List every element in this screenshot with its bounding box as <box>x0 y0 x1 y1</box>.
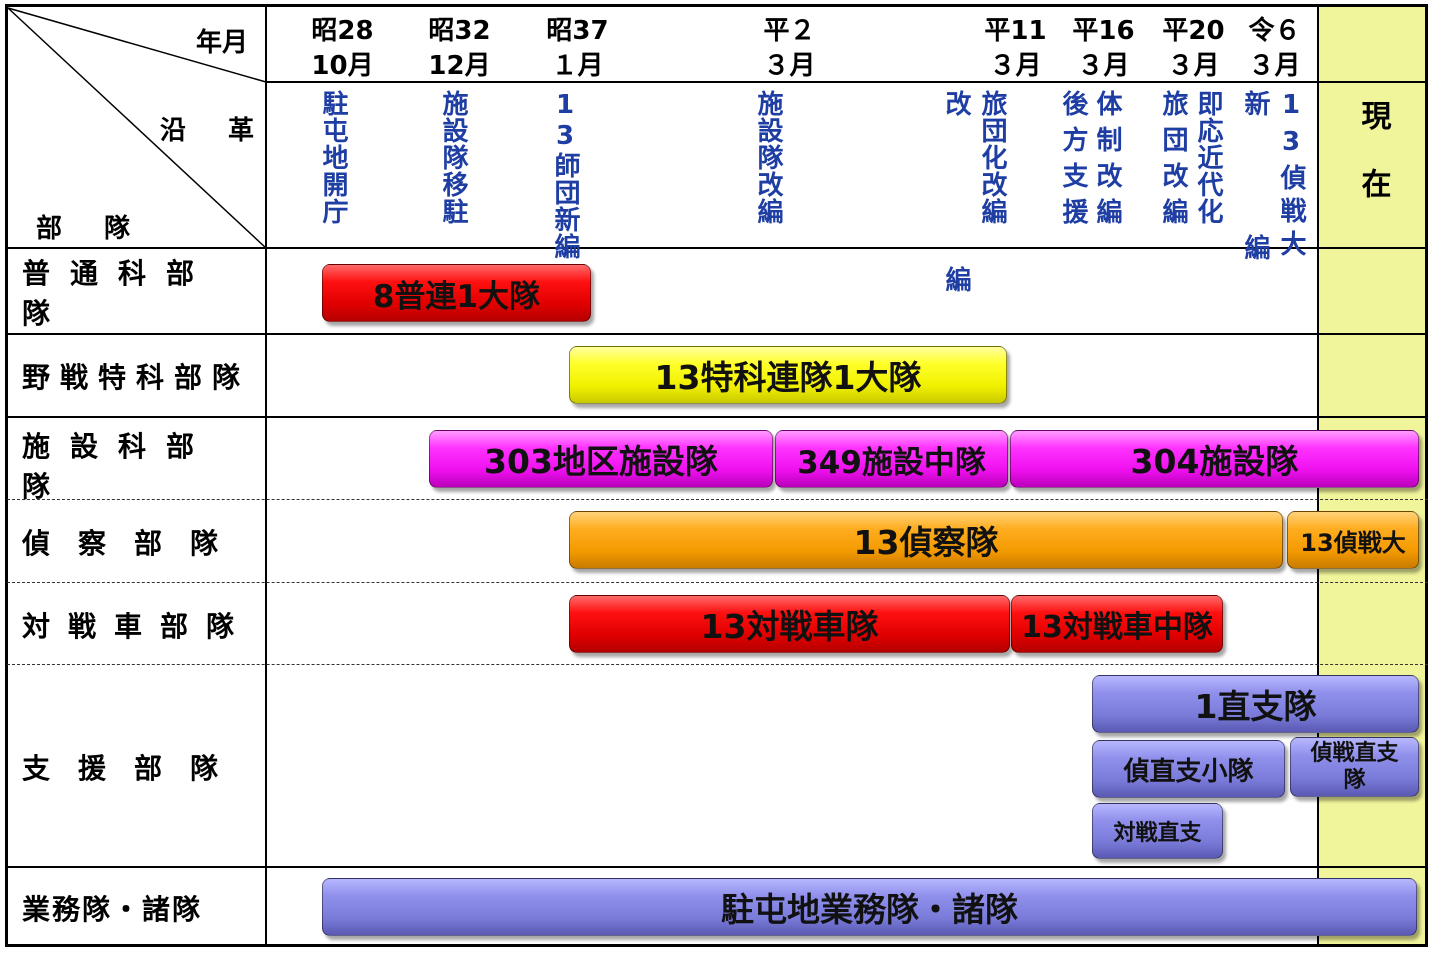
history-note-engineer-relocation: 施設隊移駐 <box>438 90 468 225</box>
row-divider <box>7 333 1428 335</box>
bar-349-engineer-company: 349施設中隊 <box>775 430 1008 488</box>
row-label-infantry: 普通科部隊 <box>22 257 215 330</box>
bar-304-engineer: 304施設隊 <box>1010 430 1419 488</box>
chart-frame <box>5 4 1428 947</box>
history-note-new-formation: 新 編 <box>1240 90 1270 306</box>
corner-label-unit: 部 隊 <box>36 214 139 244</box>
row-divider-dashed <box>7 664 1428 665</box>
bar-13th-recon-combat-battalion: 13偵戦大 <box>1287 511 1419 569</box>
row-divider <box>7 866 1428 868</box>
history-note-brigade-reorg: 旅団化改編 <box>977 90 1007 225</box>
history-note-division-formation: 13師団新編 <box>550 90 580 260</box>
current-label: 現在 <box>1355 100 1391 236</box>
history-note-system-reorg: 体制改編 <box>1092 90 1122 234</box>
bar-13th-reconnaissance: 13偵察隊 <box>569 511 1283 569</box>
history-note-logistics: 後方支援 <box>1058 90 1088 234</box>
bar-recon-direct-support-platoon: 偵直支小隊 <box>1092 740 1285 798</box>
row-divider-dashed <box>7 499 1428 500</box>
history-note-brigade-reorg-2: 改 編 <box>941 90 971 354</box>
history-note-brigade-reorg-3: 旅団改編 <box>1158 90 1188 234</box>
row-divider-dashed <box>7 582 1428 583</box>
row-label-engineer: 施設科部隊 <box>22 429 215 503</box>
history-note-recon-battalion: 13偵戦大 <box>1276 90 1306 263</box>
bar-garrison-service-units: 駐屯地業務隊・諸隊 <box>322 878 1417 936</box>
bar-303-district-engineer: 303地区施設隊 <box>429 430 773 488</box>
corner-label-history: 沿 革 <box>160 116 263 146</box>
header-divider <box>7 247 1428 249</box>
row-label-support: 支 援 部 隊 <box>22 751 219 785</box>
bar-13th-anti-tank-company: 13対戦車中隊 <box>1011 595 1223 653</box>
bar-8th-infantry-1st-battalion: 8普連1大隊 <box>322 264 591 322</box>
bar-13th-artillery-1st-battalion: 13特科連隊1大隊 <box>569 346 1007 404</box>
row-label-service: 業務隊・諸隊 <box>22 893 203 926</box>
row-label-reconnaissance: 偵 察 部 隊 <box>22 527 219 560</box>
row-label-anti-tank: 対戦車部隊 <box>22 610 253 643</box>
bar-anti-tank-direct-support: 対戦直支 <box>1092 803 1223 859</box>
corner-label-date: 年月 <box>196 28 249 58</box>
history-note-rapid-modernization: 即応近代化 <box>1193 90 1223 225</box>
label-column-divider <box>265 7 267 945</box>
row-label-field-artillery: 野戦特科部隊 <box>22 360 251 394</box>
history-note-garrison-opening: 駐屯地開庁 <box>318 90 348 225</box>
bar-recon-combat-direct-support: 偵戦直支隊 <box>1290 737 1419 797</box>
bar-13th-anti-tank: 13対戦車隊 <box>569 595 1010 653</box>
history-note-engineer-reorg: 施設隊改編 <box>753 90 783 225</box>
date-row-divider <box>265 81 1428 83</box>
bar-1st-direct-support: 1直支隊 <box>1092 675 1419 733</box>
row-divider <box>7 416 1428 418</box>
